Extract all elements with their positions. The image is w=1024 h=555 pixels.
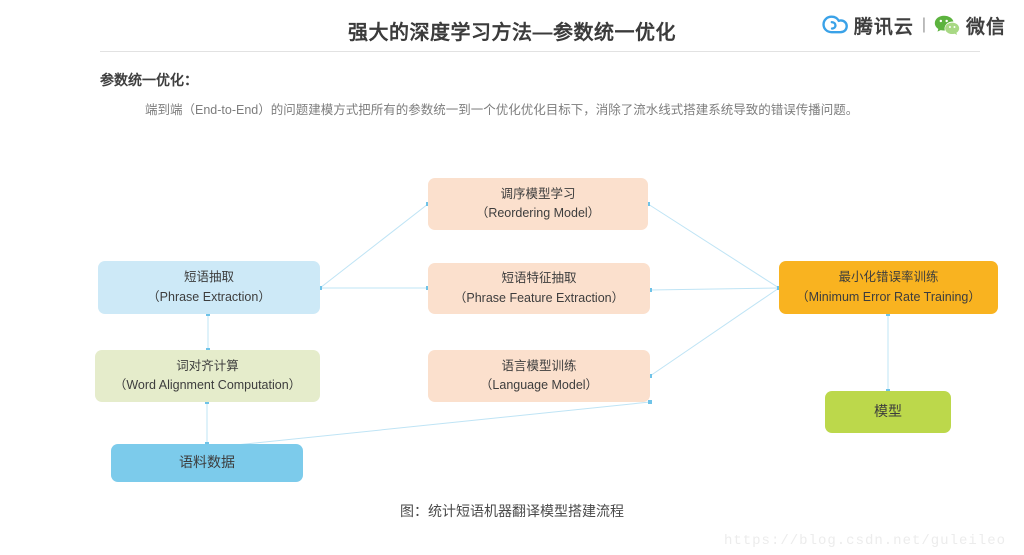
node-language-model: 语言模型训练 （Language Model） bbox=[428, 350, 650, 402]
edge-endpoint-marker bbox=[646, 202, 650, 206]
node-label-en: （Language Model） bbox=[479, 378, 599, 392]
edge-reordering-model-to-minimum-error-rate-training bbox=[647, 203, 780, 289]
wechat-icon bbox=[934, 14, 960, 36]
node-label-zh: 最小化错误率训练 bbox=[838, 270, 939, 285]
node-phrase-extraction: 短语抽取 （Phrase Extraction） bbox=[98, 261, 320, 314]
header-divider bbox=[100, 51, 980, 52]
edge-endpoint-marker bbox=[886, 312, 890, 316]
edge-corpus-data-to-language-model bbox=[206, 401, 651, 449]
node-label-en: （Word Alignment Computation） bbox=[113, 378, 302, 392]
tencent-cloud-icon bbox=[822, 15, 848, 35]
edge-phrase-extraction-to-reordering-model bbox=[319, 203, 429, 289]
node-label-zh: 短语抽取 bbox=[183, 270, 234, 285]
brand-logo-group: 腾讯云 | 微信 bbox=[822, 11, 1006, 39]
edge-language-model-to-minimum-error-rate-training bbox=[649, 287, 780, 377]
page-header: 强大的深度学习方法—参数统一优化 腾讯云 | 微信 bbox=[0, 0, 1024, 52]
node-label-zh: 模型 bbox=[874, 403, 902, 420]
section-heading: 参数统一优化： bbox=[100, 72, 198, 88]
watermark: https://blog.csdn.net/guleileo bbox=[723, 533, 1006, 549]
node-reordering-model: 调序模型学习 （Reordering Model） bbox=[428, 178, 648, 230]
edge-phrase-feature-extraction-to-minimum-error-rate-training bbox=[649, 287, 780, 291]
wechat-label: 微信 bbox=[965, 16, 1006, 38]
node-label-en: （Minimum Error Rate Training） bbox=[796, 289, 981, 304]
node-label-zh: 调序模型学习 bbox=[500, 186, 576, 201]
node-label-en: （Phrase Feature Extraction） bbox=[453, 290, 625, 305]
brand-separator: | bbox=[921, 16, 926, 33]
diagram-caption: 图：统计短语机器翻译模型搭建流程 bbox=[400, 503, 624, 519]
node-label-zh: 语料数据 bbox=[179, 454, 235, 471]
node-minimum-error-rate-training: 最小化错误率训练 （Minimum Error Rate Training） bbox=[779, 261, 998, 314]
edge-endpoint-marker bbox=[648, 400, 652, 404]
edge-endpoint-marker bbox=[648, 374, 652, 378]
node-label-en: （Phrase Extraction） bbox=[147, 289, 271, 304]
node-label-zh: 词对齐计算 bbox=[176, 358, 239, 373]
node-label-en: （Reordering Model） bbox=[475, 206, 601, 220]
edge-endpoint-marker bbox=[318, 286, 322, 290]
section-paragraph: 端到端（End-to-End）的问题建模方式把所有的参数统一到一个优化优化目标下… bbox=[145, 103, 859, 117]
tencent-cloud-label: 腾讯云 bbox=[853, 16, 914, 38]
node-model-output: 模型 bbox=[825, 391, 951, 433]
edge-endpoint-marker bbox=[206, 312, 210, 316]
node-label-zh: 语言模型训练 bbox=[501, 358, 577, 373]
edge-endpoint-marker bbox=[205, 400, 209, 404]
node-label-zh: 短语特征抽取 bbox=[501, 271, 577, 286]
node-corpus-data: 语料数据 bbox=[111, 444, 303, 482]
page-title: 强大的深度学习方法—参数统一优化 bbox=[348, 22, 676, 44]
edge-endpoint-marker bbox=[648, 288, 652, 292]
node-phrase-feature-extraction: 短语特征抽取 （Phrase Feature Extraction） bbox=[428, 263, 650, 314]
node-word-alignment-computation: 词对齐计算 （Word Alignment Computation） bbox=[95, 350, 320, 402]
